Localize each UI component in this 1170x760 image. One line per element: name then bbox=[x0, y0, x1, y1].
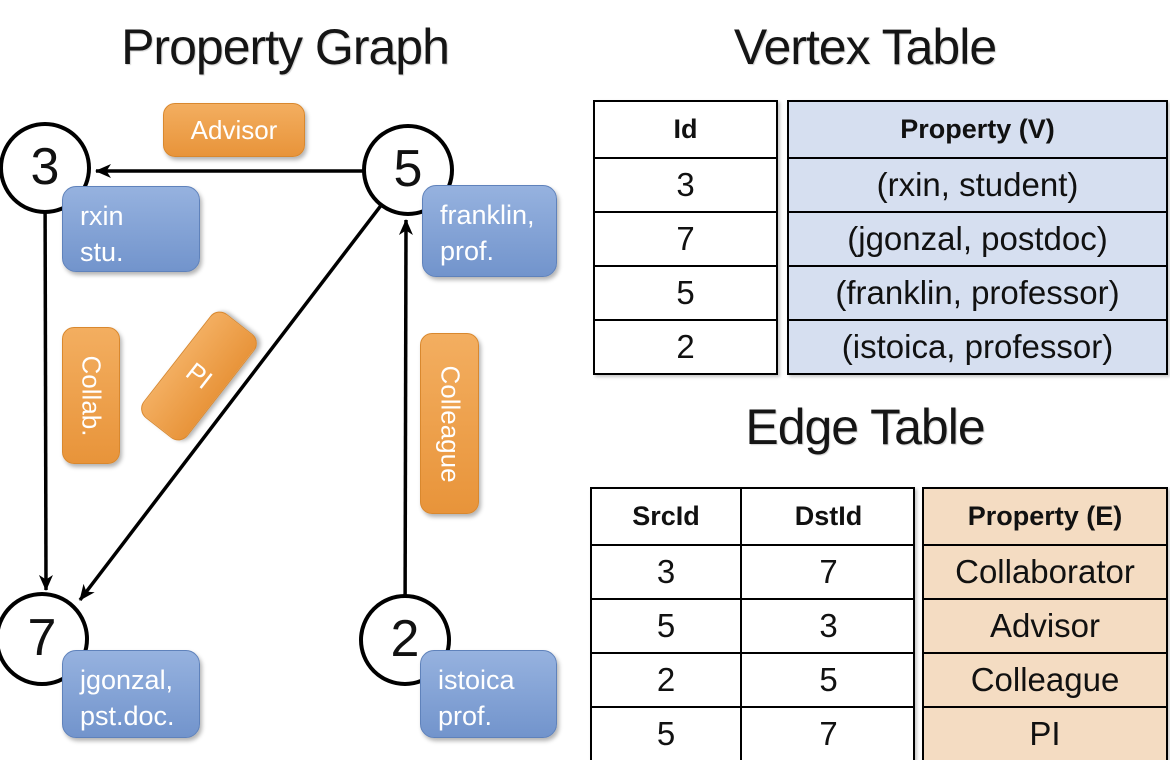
vertex-label-franklin: franklin, prof. bbox=[422, 185, 557, 277]
node-id-5: 5 bbox=[393, 139, 423, 198]
node-id-3: 3 bbox=[30, 137, 60, 196]
vertex-table-id-column: Id 3 7 5 2 bbox=[593, 100, 778, 375]
property-graph-canvas bbox=[0, 122, 454, 686]
vertex-table-header-property: Property (V) bbox=[789, 102, 1166, 157]
vertex-table-cell-property: (franklin, professor) bbox=[789, 265, 1166, 319]
edge-table-cell-property: Advisor bbox=[924, 598, 1166, 652]
edge-2-to-5-colleague bbox=[398, 219, 413, 641]
vertex-table-cell-property: (jgonzal, postdoc) bbox=[789, 211, 1166, 265]
edge-table-property-column: Property (E) Collaborator Advisor Collea… bbox=[922, 487, 1168, 760]
edge-label-colleague: Colleague bbox=[420, 333, 479, 514]
vertex-label-istoica: istoica prof. bbox=[420, 650, 557, 738]
edge-table-id-columns: SrcId 3 5 2 5 DstId 7 3 5 7 bbox=[590, 487, 915, 760]
edge-table-srcid-column: SrcId 3 5 2 5 bbox=[592, 489, 740, 760]
vertex-table-property-column: Property (V) (rxin, student) (jgonzal, p… bbox=[787, 100, 1168, 375]
vertex-table-header-id: Id bbox=[673, 114, 698, 144]
vertex-table-cell-id: 7 bbox=[595, 211, 776, 265]
edge-table-header-dstid: DstId bbox=[794, 501, 863, 531]
node-id-2: 2 bbox=[390, 609, 420, 668]
vertex-label-line: prof. bbox=[440, 235, 495, 266]
edge-table-cell-dstid: 7 bbox=[742, 706, 915, 760]
vertex-label-line: jgonzal, bbox=[80, 665, 174, 695]
vertex-label-line: istoica bbox=[438, 665, 515, 695]
node-id-7: 7 bbox=[27, 608, 57, 667]
edge-table-cell-srcid: 3 bbox=[592, 544, 740, 598]
edge-table-cell-property: Colleague bbox=[924, 652, 1166, 706]
vertex-label-line: pst.doc. bbox=[80, 700, 175, 731]
edge-table-header-property: Property (E) bbox=[924, 489, 1166, 544]
edge-table-cell-property: PI bbox=[924, 706, 1166, 760]
edge-table-cell-srcid: 5 bbox=[592, 598, 740, 652]
vertex-table-cell-id: 3 bbox=[595, 157, 776, 211]
vertex-table-cell-id: 5 bbox=[595, 265, 776, 319]
edge-5-to-7-pi bbox=[78, 168, 410, 602]
edge-table-cell-dstid: 3 bbox=[742, 598, 915, 652]
vertex-label-rxin: rxin stu. bbox=[62, 186, 200, 272]
edge-label-colleague-text: Colleague bbox=[435, 364, 465, 483]
edge-table-cell-srcid: 5 bbox=[592, 706, 740, 760]
vertex-label-line: franklin, bbox=[440, 200, 535, 230]
edge-table-cell-dstid: 7 bbox=[742, 544, 915, 598]
vertex-table-cell-property: (rxin, student) bbox=[789, 157, 1166, 211]
vertex-table-title: Vertex Table bbox=[733, 19, 997, 75]
vertex-label-line: rxin bbox=[80, 201, 124, 231]
edge-3-to-7-collab bbox=[38, 167, 53, 591]
edge-label-collab: Collab. bbox=[62, 327, 120, 464]
edge-table-dstid-column: DstId 7 3 5 7 bbox=[740, 489, 915, 760]
edge-table-cell-dstid: 5 bbox=[742, 652, 915, 706]
vertex-table-cell-property: (istoica, professor) bbox=[789, 319, 1166, 373]
edge-table-header-srcid: SrcId bbox=[632, 501, 700, 531]
edge-label-advisor: Advisor bbox=[163, 103, 305, 157]
vertex-label-jgonzal: jgonzal, pst.doc. bbox=[62, 650, 200, 738]
vertex-table-cell-id: 2 bbox=[595, 319, 776, 373]
vertex-label-line: stu. bbox=[80, 236, 124, 267]
edge-table-title: Edge Table bbox=[745, 399, 985, 455]
edge-table-cell-property: Collaborator bbox=[924, 544, 1166, 598]
edge-label-collab-text: Collab. bbox=[76, 355, 107, 436]
property-graph-title: Property Graph bbox=[121, 19, 450, 75]
edge-label-pi-text: PI bbox=[180, 356, 219, 395]
edge-table-cell-srcid: 2 bbox=[592, 652, 740, 706]
vertex-label-line: prof. bbox=[438, 700, 493, 731]
